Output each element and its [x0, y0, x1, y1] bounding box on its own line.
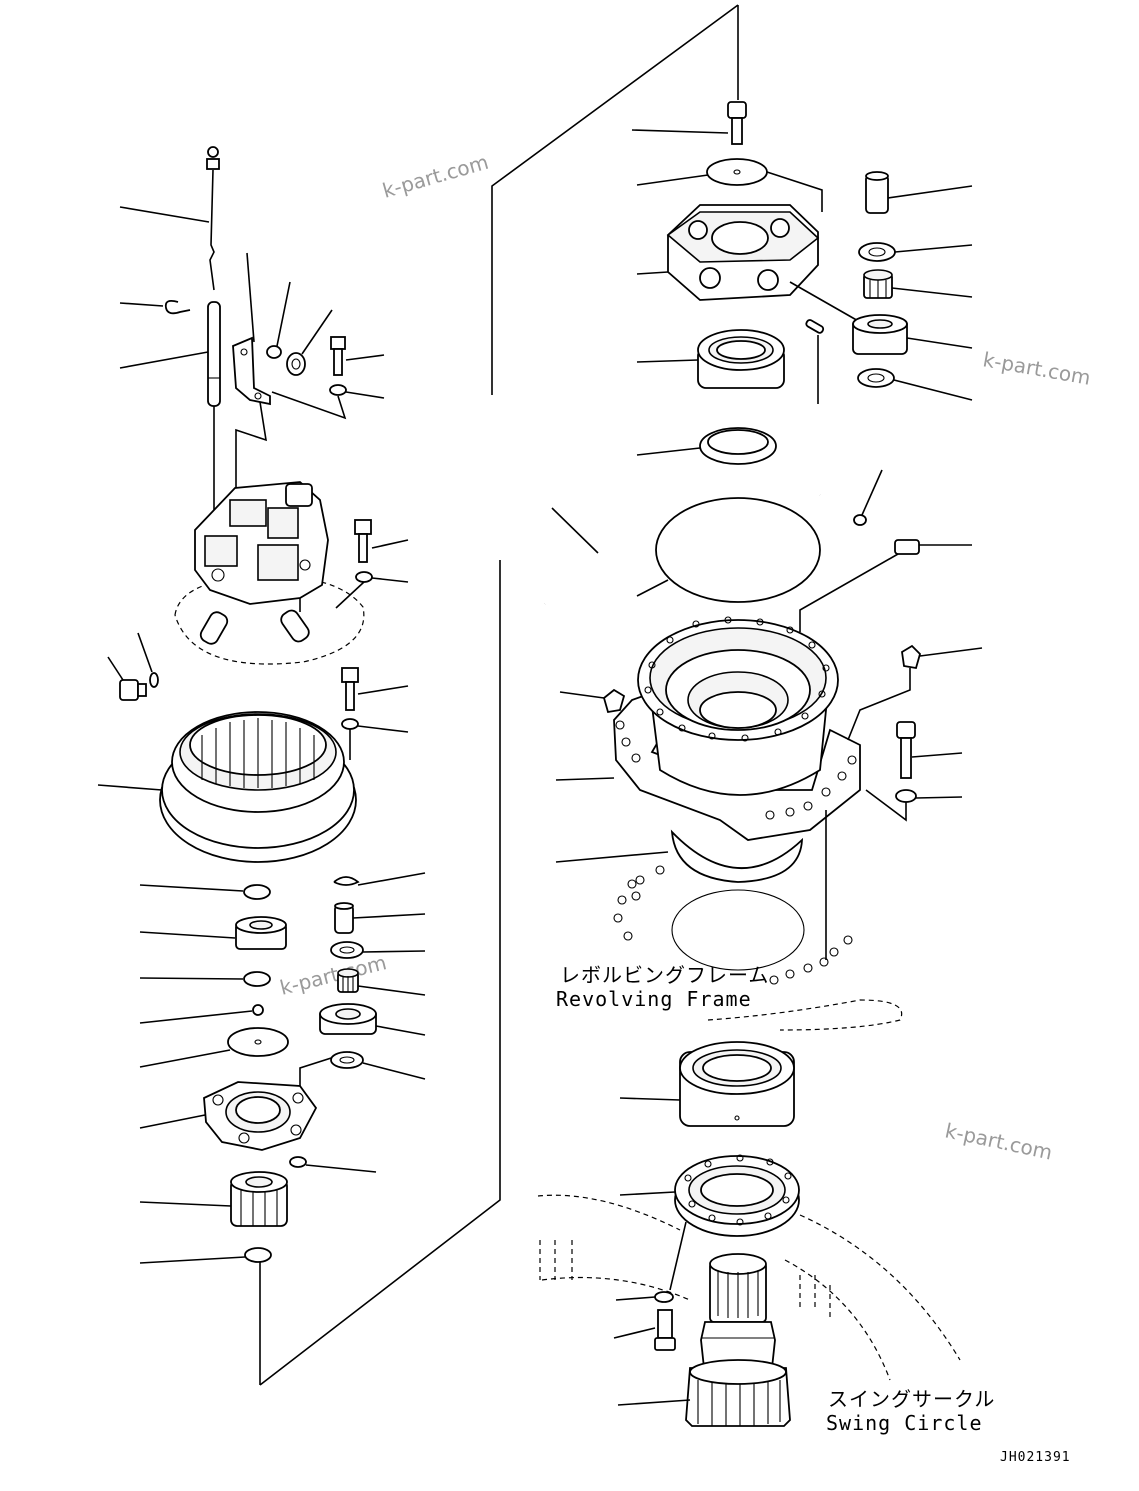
pipe-part [119, 301, 221, 540]
pin-part [865, 171, 973, 214]
bearing-part [619, 1041, 795, 1127]
level-gauge-part [119, 146, 220, 291]
washer-part [865, 789, 963, 822]
washer-part [335, 571, 409, 609]
snap-ring-part [333, 872, 426, 886]
swing-motor-part [174, 481, 365, 665]
carrier-plate-part [139, 1051, 351, 1151]
bearing-part [636, 329, 785, 389]
clamp-part [853, 469, 883, 526]
o-ring-part [636, 497, 821, 603]
bracket-part [232, 252, 271, 492]
ball-part [139, 1004, 264, 1024]
watermark: k-part.com [981, 347, 1092, 390]
washer-part [615, 1221, 687, 1303]
swing-circle-label-jp: スイングサークル [828, 1387, 995, 1411]
cover-part [636, 158, 823, 212]
plug-part [847, 644, 983, 741]
thrust-washer-part [330, 941, 426, 959]
washer-part [266, 281, 291, 359]
carrier-part [636, 204, 861, 323]
swing-circle-label: スイングサークル Swing Circle [826, 1387, 995, 1435]
thrust-washer-part [139, 1247, 272, 1264]
bolt-part [613, 1309, 676, 1351]
spring-pin-part [805, 319, 825, 404]
swing-circle-outline [537, 1194, 961, 1381]
washer-part [271, 384, 385, 420]
thrust-washer-part [857, 368, 973, 401]
planet-gear-part [319, 1003, 426, 1036]
drawing-code: JH021391 [1000, 1450, 1071, 1465]
bolt-part [631, 101, 747, 145]
watermark: k-part.com [380, 150, 491, 203]
retainer-part [619, 1154, 800, 1237]
revolving-frame-label-en: Revolving Frame [556, 987, 752, 1011]
elbow-fitting-part [799, 539, 972, 632]
bearing-part [139, 916, 287, 950]
sun-gear-part [139, 1171, 288, 1227]
planet-gear-part [852, 314, 973, 355]
snap-ring-part [139, 884, 271, 900]
assembly-connector-lines [259, 4, 739, 1386]
shaft-case-part [555, 616, 861, 841]
pinion-shaft-part [617, 1253, 791, 1427]
swing-circle-label-en: Swing Circle [826, 1411, 983, 1435]
washer-part [341, 718, 409, 760]
revolving-frame-outline [613, 810, 903, 1031]
bolt-part [896, 721, 963, 779]
grommet-part [286, 309, 333, 376]
watermark: k-part.com [943, 1118, 1055, 1164]
thrust-plate-part [139, 1027, 289, 1068]
plug-part [107, 632, 159, 701]
pin-part [334, 902, 426, 934]
snap-ring-part [289, 1156, 377, 1173]
ring-gear-housing-part [97, 711, 357, 863]
hose-part [543, 486, 821, 605]
watermark: k-part.com [277, 950, 388, 1000]
thrust-washer-part [858, 242, 973, 262]
bolt-part [330, 336, 385, 376]
revolving-frame-label-jp: レボルビングフレーム [560, 963, 769, 987]
o-ring-part [555, 829, 804, 883]
clip-part [119, 299, 191, 315]
thrust-washer-part [330, 1051, 426, 1080]
seal-ring-part [636, 427, 777, 465]
needle-bearing-part [337, 968, 426, 996]
bolt-part [341, 667, 409, 711]
needle-bearing-part [863, 269, 973, 299]
bolt-part [354, 519, 409, 563]
revolving-frame-label: レボルビングフレーム Revolving Frame [556, 963, 769, 1011]
thrust-washer-part [139, 971, 271, 987]
plug-part [559, 688, 626, 714]
